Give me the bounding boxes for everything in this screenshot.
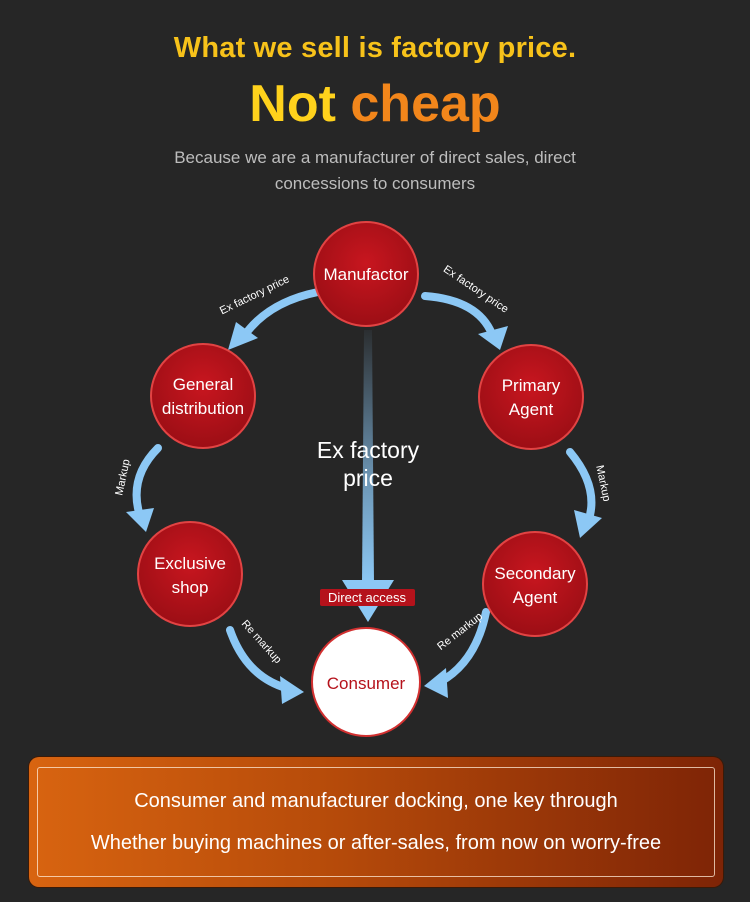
subtitle: Because we are a manufacturer of direct … <box>140 145 610 197</box>
arrow-head-consumer-right <box>424 668 448 698</box>
node-manufactor-label: Manufactor <box>323 265 408 284</box>
center-label-line-2: price <box>343 465 393 491</box>
arrow-manufactor-to-primary <box>421 292 496 338</box>
center-label-line-1: Ex factory <box>317 437 420 463</box>
node-secondary-label-1: Secondary <box>494 564 576 583</box>
direct-access-badge: Direct access <box>320 589 415 606</box>
arrow-head-secondary <box>574 510 602 538</box>
arrow-manufactor-to-general <box>240 288 322 340</box>
direct-access-label: Direct access <box>328 590 407 605</box>
arrows <box>126 288 602 704</box>
node-general-label-1: General <box>173 375 233 394</box>
arrow-head-general <box>228 322 258 350</box>
subtitle-line-2: concessions to consumers <box>274 174 476 193</box>
node-primary-label-2: Agent <box>509 400 554 419</box>
subtitle-line-1: Because we are a manufacturer of direct … <box>174 148 576 167</box>
node-exclusive-label-1: Exclusive <box>154 554 226 573</box>
arrow-head-exclusive <box>126 508 154 532</box>
distribution-diagram: Manufactor General distribution Primary … <box>113 221 613 737</box>
big-word-cheap: cheap <box>350 75 501 133</box>
node-secondary-label-2: Agent <box>513 588 558 607</box>
node-secondary-agent: Secondary Agent <box>482 531 588 637</box>
node-primary-agent: Primary Agent <box>478 344 584 450</box>
edge-label-markup-right: Markup <box>593 464 612 502</box>
arrow-exclusive-to-consumer <box>226 626 290 692</box>
arrow-center-shaft <box>362 330 374 584</box>
not-cheap-title: Not cheap <box>0 74 750 134</box>
node-manufactor: Manufactor <box>313 221 419 327</box>
node-general-label-2: distribution <box>162 399 244 418</box>
arrow-general-to-exclusive <box>132 444 162 520</box>
node-consumer: Consumer <box>311 627 421 737</box>
arrow-secondary-to-consumer <box>436 608 490 686</box>
big-word-not: Not <box>249 75 336 133</box>
node-exclusive-label-2: shop <box>172 578 209 597</box>
arrow-head-consumer-left <box>280 676 304 704</box>
node-primary-label-1: Primary <box>502 376 561 395</box>
headline: What we sell is factory price. <box>173 32 577 64</box>
promo-banner: Consumer and manufacturer docking, one k… <box>29 757 723 887</box>
edge-label-markup-left: Markup <box>113 458 132 496</box>
arrow-primary-to-secondary <box>566 448 596 526</box>
edge-label-ex-factory-left: Ex factory price <box>218 273 291 317</box>
node-exclusive-shop: Exclusive shop <box>137 521 243 627</box>
banner-line-1: Consumer and manufacturer docking, one k… <box>134 790 618 812</box>
node-consumer-label: Consumer <box>327 674 406 693</box>
node-general-distribution: General distribution <box>150 343 256 449</box>
arrow-head-primary <box>478 326 508 350</box>
banner-line-2: Whether buying machines or after-sales, … <box>90 832 662 854</box>
promo-banner-frame: Consumer and manufacturer docking, one k… <box>37 767 715 877</box>
